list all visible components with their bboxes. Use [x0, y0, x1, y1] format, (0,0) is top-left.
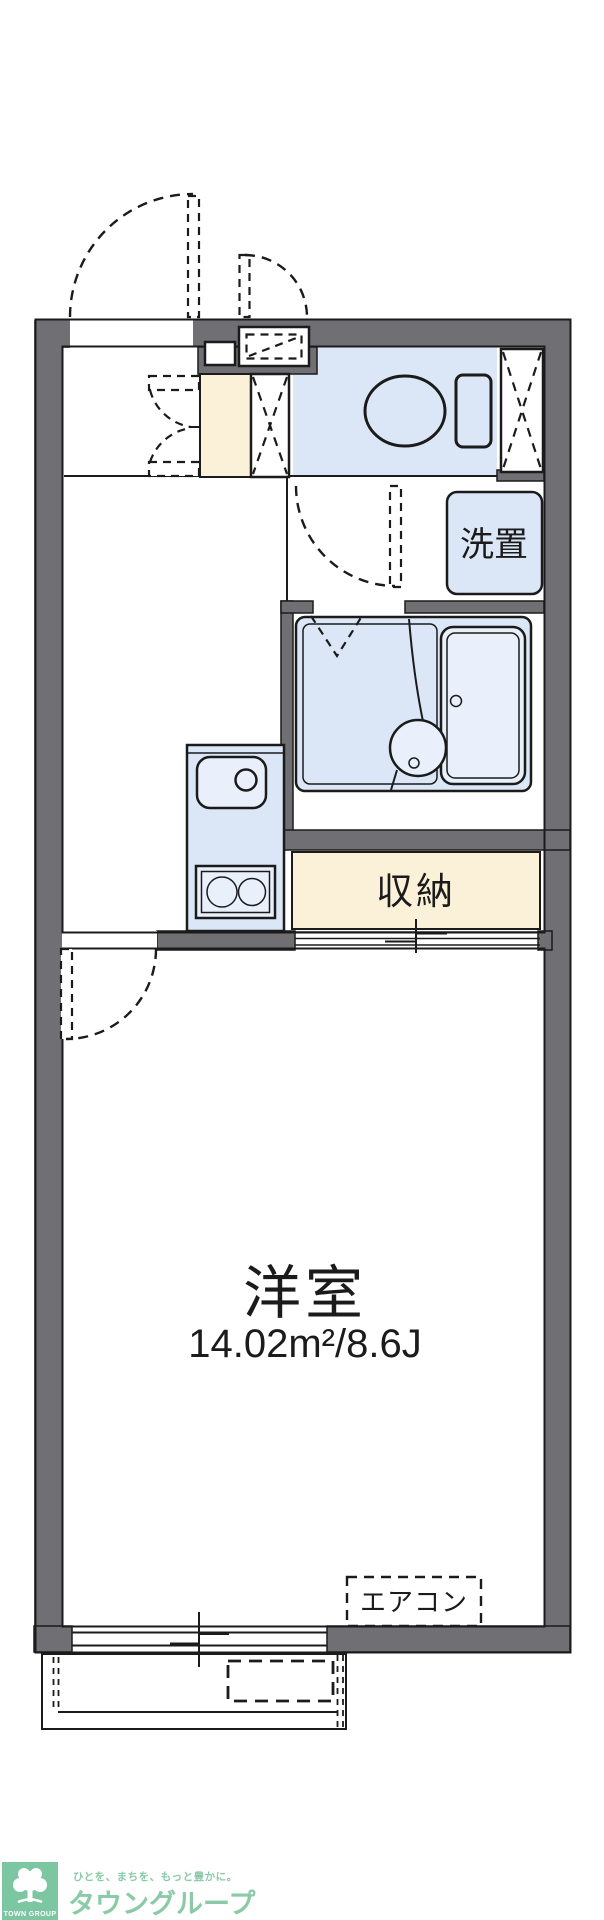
toilet-door: [294, 484, 403, 589]
main-room-area: 14.02m²/8.6J: [188, 1322, 421, 1366]
unit-outer-outline: [34, 318, 572, 1654]
balcony: [41, 1653, 347, 1730]
main-room-door: [59, 947, 158, 1041]
bathroom-unit: [294, 615, 533, 793]
balcony-dashed-box: [226, 1659, 335, 1703]
main-room-label: 洋室: [243, 1261, 367, 1326]
wall-bath-bottom: [280, 829, 571, 851]
bathtub-icon: [439, 625, 527, 786]
faucet-icon: [234, 768, 258, 792]
meter-box-dashed: [245, 333, 303, 360]
wall-corner-topleft: [34, 320, 70, 348]
aircon-box: エアコン: [345, 1575, 483, 1628]
wall-window-box: [203, 340, 237, 367]
shaft-x-icon: [501, 351, 543, 470]
bath-divider-line: [408, 618, 425, 727]
closet-double-doors: [147, 374, 201, 478]
stove-icon: [194, 864, 277, 920]
logo-brand: タウングループ: [68, 1888, 256, 1919]
burner-icon: [206, 876, 238, 908]
meter-door: [238, 253, 309, 319]
walls: [33, 320, 571, 1653]
wall-bath-top-right: [404, 600, 545, 614]
wall-bottom-left-foot: [33, 1625, 73, 1653]
wall-mid-band-right: [537, 930, 553, 951]
pipe-shaft-right: [499, 347, 545, 474]
entrance-door-leaf: [186, 194, 201, 319]
wall-bottom-right: [326, 1625, 571, 1653]
wall-bath-top-left: [280, 600, 314, 614]
bath-door-swing: [310, 615, 363, 659]
lower-interior-outline: [61, 947, 546, 1628]
pipe-shaft-left: [249, 372, 291, 479]
entrance-door: [68, 192, 201, 319]
logo-tagline: ひとを、まちを、もっと豊かに。: [73, 1870, 238, 1883]
bath-sink-icon: [388, 718, 448, 778]
bathtub-drain-icon: [449, 694, 463, 708]
wall-right: [544, 320, 570, 1652]
kitchen-unit: [185, 743, 286, 933]
burner-icon: [237, 877, 267, 907]
storage-closet: [291, 851, 541, 930]
entrance-door-swing: [68, 192, 194, 318]
bottom-window: [72, 1612, 327, 1667]
aircon-label: エアコン: [360, 1587, 468, 1617]
wall-left: [34, 320, 62, 1652]
shower-area: [302, 623, 438, 785]
storage-label: 収納: [376, 871, 456, 912]
shoe-cabinet: [199, 373, 252, 478]
shaft-x-icon: [251, 376, 289, 475]
meter-box-diagonal: [248, 335, 300, 358]
tree-icon: [13, 1868, 47, 1904]
washer-space-box: [445, 490, 544, 596]
room-door-opening: [64, 931, 157, 950]
storage-sliding-door: [295, 919, 540, 953]
logo-brand-en: TOWN GROUP: [4, 1911, 57, 1918]
toilet-icon: [363, 373, 493, 449]
wall-mid-band: [156, 930, 296, 951]
washer-label: 洗置: [460, 526, 528, 564]
entrance-opening: [70, 320, 193, 347]
meter-box: [237, 325, 311, 368]
footer-logo: TOWN GROUP ひとを、まちを、もっと豊かに。 タウングループ: [2, 1862, 256, 1920]
